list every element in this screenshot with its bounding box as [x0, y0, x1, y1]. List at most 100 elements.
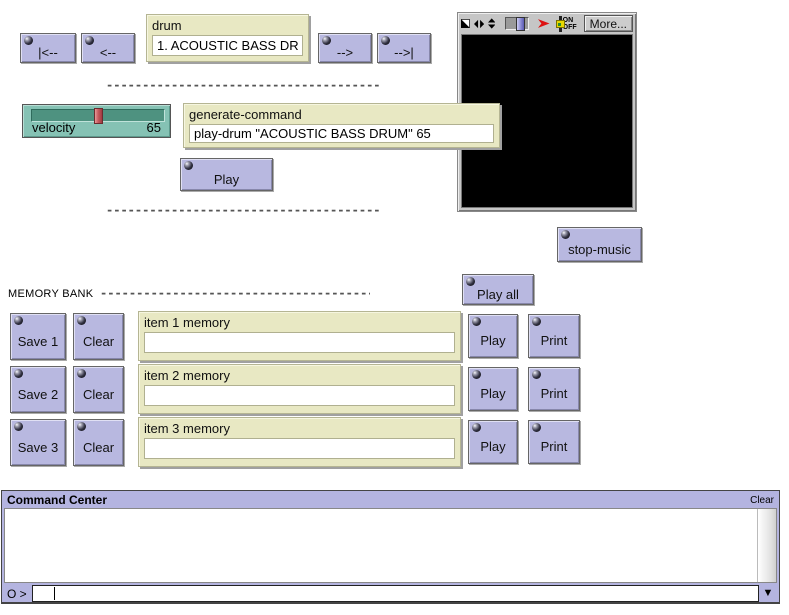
scrollbar[interactable] [757, 509, 776, 582]
prev-drum-label: <-- [99, 45, 117, 60]
play-1-label: Play [480, 333, 506, 348]
button-ball-icon [322, 36, 331, 45]
print-3-label: Print [540, 439, 568, 454]
clear-2-button[interactable]: Clear [73, 366, 124, 413]
button-ball-icon [472, 370, 481, 379]
button-ball-icon [85, 36, 94, 45]
drum-input[interactable] [152, 35, 303, 56]
display-zoom-slider-handle[interactable] [516, 17, 526, 31]
velocity-label: velocity [32, 120, 76, 135]
print-2-label: Print [540, 386, 568, 401]
play-3-button[interactable]: Play [468, 420, 518, 464]
item-1-memory-input[interactable] [144, 332, 455, 353]
button-ball-icon [14, 316, 23, 325]
red-pointer-icon[interactable] [538, 17, 550, 30]
off-label: OFF [562, 23, 577, 31]
item-3-memory-panel: item 3 memory [138, 417, 461, 467]
save-1-button[interactable]: Save 1 [10, 313, 66, 360]
item-2-memory-panel: item 2 memory [138, 364, 461, 414]
stop-music-button[interactable]: stop-music [557, 227, 642, 262]
print-3-button[interactable]: Print [528, 420, 580, 464]
play-button[interactable]: Play [180, 158, 273, 191]
clear-2-label: Clear [82, 386, 115, 402]
generate-command-label: generate-command [189, 107, 302, 122]
command-prompt-row: O > ▼ [4, 584, 777, 603]
button-ball-icon [381, 36, 390, 45]
item-2-memory-input[interactable] [144, 385, 455, 406]
display-zoom-slider[interactable] [505, 17, 530, 31]
last-drum-label: -->| [394, 45, 414, 60]
velocity-value: 65 [146, 120, 161, 135]
item-3-memory-label: item 3 memory [144, 421, 230, 436]
first-drum-label: |<-- [38, 45, 58, 60]
play-2-label: Play [480, 386, 506, 401]
save-3-button[interactable]: Save 3 [10, 419, 66, 466]
toggle-knob[interactable] [555, 19, 565, 28]
velocity-slider-handle[interactable] [94, 108, 103, 124]
button-ball-icon [472, 423, 481, 432]
button-ball-icon [14, 369, 23, 378]
button-ball-icon [24, 36, 33, 45]
button-ball-icon [532, 370, 541, 379]
item-3-memory-input[interactable] [144, 438, 455, 459]
generate-command-panel: generate-command [183, 103, 500, 148]
toggle-stem [555, 15, 565, 32]
button-ball-icon [561, 230, 570, 239]
text-cursor [54, 587, 55, 600]
play-1-button[interactable]: Play [468, 314, 518, 358]
clear-3-button[interactable]: Clear [73, 419, 124, 466]
button-ball-icon [77, 369, 86, 378]
next-drum-button[interactable]: --> [318, 33, 372, 63]
item-1-memory-label: item 1 memory [144, 315, 230, 330]
resize-diagonal-icon[interactable] [461, 17, 470, 30]
vertical-resize-icon[interactable] [487, 16, 496, 31]
print-1-button[interactable]: Print [528, 314, 580, 358]
save-2-button[interactable]: Save 2 [10, 366, 66, 413]
button-ball-icon [532, 317, 541, 326]
command-center-title: Command Center [7, 493, 108, 507]
play-2-button[interactable]: Play [468, 367, 518, 411]
memory-bank-dashes: ----------------------------------------… [100, 286, 370, 300]
velocity-slider-trough[interactable] [31, 108, 165, 124]
drum-panel: drum [146, 14, 309, 62]
history-dropdown-button[interactable]: ▼ [762, 587, 774, 599]
drum-label: drum [152, 18, 182, 33]
command-prompt-label: O > [7, 586, 27, 601]
command-center: Command Center Clear O > ▼ [1, 490, 780, 604]
play-3-label: Play [480, 439, 506, 454]
command-center-header: Command Center Clear [4, 492, 777, 508]
print-1-label: Print [540, 333, 568, 348]
print-2-button[interactable]: Print [528, 367, 580, 411]
display-toolbar: ON OFF More... [458, 13, 636, 34]
next-drum-label: --> [336, 45, 354, 60]
horizontal-resize-icon[interactable] [473, 18, 484, 30]
item-1-memory-panel: item 1 memory [138, 311, 461, 361]
on-label: ON [562, 16, 574, 24]
button-ball-icon [77, 422, 86, 431]
clear-1-label: Clear [82, 333, 115, 349]
velocity-slider[interactable]: velocity 65 [22, 104, 171, 138]
command-center-clear-button[interactable]: Clear [750, 494, 774, 506]
first-drum-button[interactable]: |<-- [20, 33, 76, 63]
button-ball-icon [14, 422, 23, 431]
generate-command-input[interactable] [189, 124, 494, 143]
prev-drum-button[interactable]: <-- [81, 33, 135, 63]
item-2-memory-label: item 2 memory [144, 368, 230, 383]
on-off-toggle[interactable]: ON OFF [555, 15, 577, 32]
last-drum-button[interactable]: -->| [377, 33, 431, 63]
button-ball-icon [77, 316, 86, 325]
save-1-label: Save 1 [17, 333, 59, 349]
separator-dashes: ----------------------------------------… [106, 203, 381, 217]
command-input[interactable] [31, 585, 759, 602]
button-ball-icon [184, 161, 193, 170]
save-3-label: Save 3 [17, 439, 59, 455]
stop-music-label: stop-music [568, 241, 631, 257]
play-all-button[interactable]: Play all [462, 274, 534, 305]
clear-1-button[interactable]: Clear [73, 313, 124, 360]
play-label: Play [213, 171, 240, 187]
more-button[interactable]: More... [583, 15, 633, 32]
button-ball-icon [532, 423, 541, 432]
button-ball-icon [466, 277, 475, 286]
play-all-label: Play all [477, 286, 519, 302]
command-log-area[interactable] [4, 508, 777, 583]
